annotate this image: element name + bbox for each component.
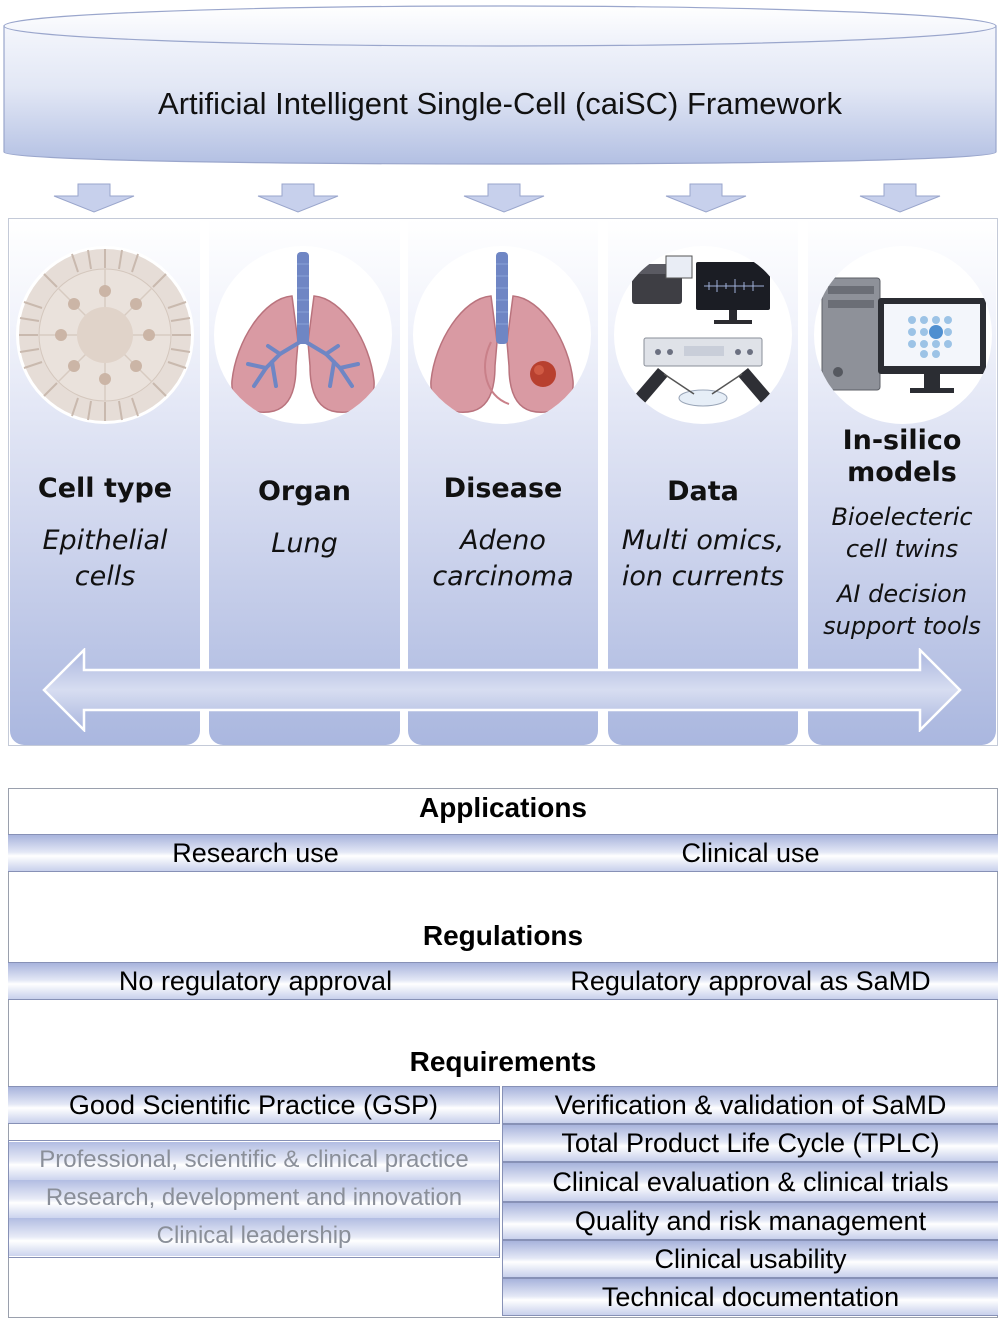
lab-equipment-icon [614,246,792,424]
column-subtitle2-in-silico: AI decision support tools [823,580,981,640]
samd-requirement: Verification & validation of SaMD [503,1086,998,1124]
lung-icon [214,246,392,424]
samd-requirement: Clinical evaluation & clinical trials [503,1162,998,1202]
down-arrow-icon [859,183,941,213]
gsp-header-cell: Good Scientific Practice (GSP) [8,1086,500,1124]
gsp-item: Research, development and innovation [9,1180,499,1218]
regulatory-approval-samd-cell: Regulatory approval as SaMD [503,962,998,1000]
samd-requirement: Clinical usability [503,1240,998,1278]
samd-requirement: Technical documentation [503,1278,998,1316]
column-heading-in-silico: In-silico models [842,425,962,488]
requirements-title: Requirements [409,1046,597,1077]
research-use-cell: Research use [8,834,504,872]
gsp-items-box [8,1140,500,1258]
epithelial-cell-icon [16,246,194,424]
framework-banner: Artificial Intelligent Single-Cell (caiS… [2,2,998,178]
double-arrow-icon [42,648,962,732]
column-subtitle-organ: Lung [271,528,338,559]
column-heading-data: Data [667,476,739,507]
column-heading-cell-type: Cell type [37,473,173,504]
framework-title: Artificial Intelligent Single-Cell (caiS… [158,86,842,121]
applications-table [8,788,998,1318]
clinical-use-cell: Clinical use [503,834,998,872]
samd-requirement: Quality and risk management [503,1202,998,1240]
samd-requirement: Total Product Life Cycle (TPLC) [503,1124,998,1162]
column-subtitle-in-silico: Bioelecteric cell twins [831,503,973,563]
gsp-item: Clinical leadership [9,1218,499,1256]
column-subtitle-data: Multi omics, ion currents [621,525,785,592]
gsp-item: Professional, scientific & clinical prac… [9,1142,499,1180]
down-arrow-icon [463,183,545,213]
down-arrow-icon [257,183,339,213]
no-regulatory-approval-cell: No regulatory approval [8,962,504,1000]
computer-model-icon [814,246,992,424]
applications-title: Applications [418,792,587,823]
column-heading-disease: Disease [443,473,563,504]
cylinder-shape [3,5,997,165]
regulations-title: Regulations [422,920,584,951]
lung-tumor-icon [413,246,591,424]
column-subtitle-disease: Adeno carcinoma [432,525,574,592]
column-subtitle-cell-type: Epithelial cells [42,525,168,592]
column-heading-organ: Organ [257,476,352,507]
samd-requirements-stack [502,1086,998,1316]
down-arrow-icon [53,183,135,213]
down-arrow-icon [665,183,747,213]
